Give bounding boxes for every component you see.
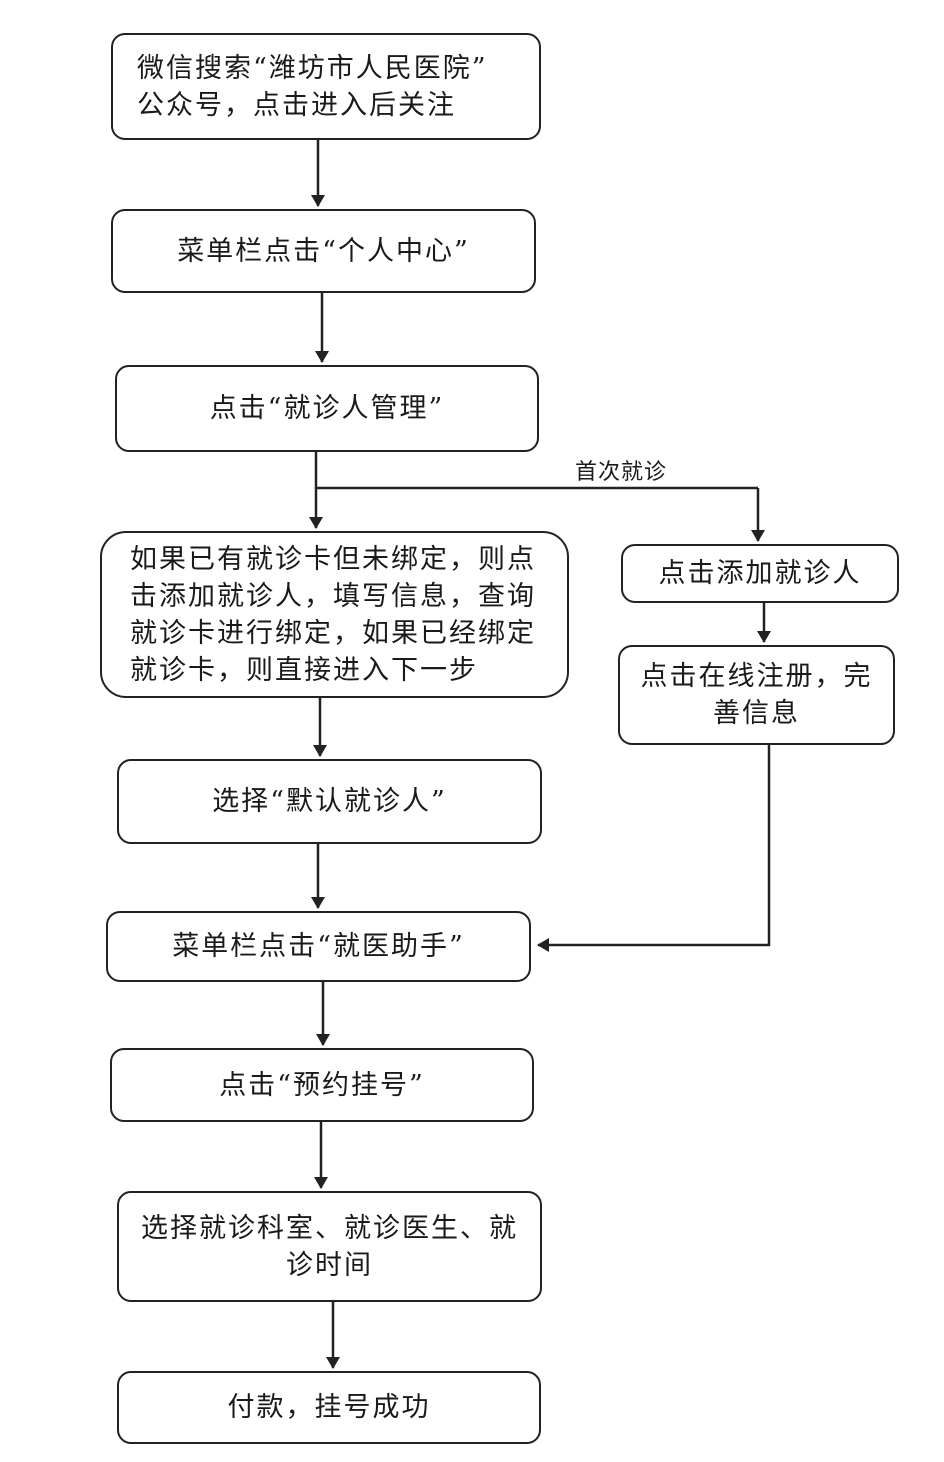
step-default-patient: 选择“默认就诊人” (117, 759, 542, 844)
step-follow-account-text: 微信搜索“潍坊市人民医院” 公众号，点击进入后关注 (137, 52, 488, 121)
step-choose-details: 选择就诊科室、就诊医生、就 诊时间 (117, 1191, 542, 1302)
step-medical-assistant: 菜单栏点击“就医助手” (106, 911, 531, 982)
step-default-patient-text: 选择“默认就诊人” (212, 786, 447, 817)
step-follow-account: 微信搜索“潍坊市人民医院” 公众号，点击进入后关注 (111, 33, 541, 140)
step-personal-center-text: 菜单栏点击“个人中心” (177, 235, 470, 267)
step-choose-details-text: 选择就诊科室、就诊医生、就 诊时间 (141, 1212, 518, 1281)
arrow-register-to-assistant (537, 745, 771, 952)
step-pay-success-text: 付款，挂号成功 (227, 1392, 431, 1423)
step-book-appointment-text: 点击“预约挂号” (219, 1069, 425, 1101)
step-medical-assistant-text: 菜单栏点击“就医助手” (172, 931, 465, 962)
step-register-online-text: 点击在线注册，完 善信息 (640, 661, 873, 729)
step-register-online: 点击在线注册，完 善信息 (618, 645, 895, 745)
step-book-appointment: 点击“预约挂号” (110, 1048, 534, 1122)
step-bind-card-text: 如果已有就诊卡但未绑定，则点 击添加就诊人，填写信息，查询 就诊卡进行绑定，如果… (130, 543, 536, 686)
step-bind-card: 如果已有就诊卡但未绑定，则点 击添加就诊人，填写信息，查询 就诊卡进行绑定，如果… (100, 531, 569, 698)
step-add-patient: 点击添加就诊人 (621, 544, 899, 603)
first-visit-label: 首次就诊 (575, 460, 668, 485)
step-personal-center: 菜单栏点击“个人中心” (111, 209, 536, 293)
step-pay-success: 付款，挂号成功 (117, 1371, 541, 1444)
step-patient-management-text: 点击“就诊人管理” (209, 393, 445, 424)
step-add-patient-text: 点击添加就诊人 (658, 558, 862, 589)
step-patient-management: 点击“就诊人管理” (115, 365, 539, 452)
